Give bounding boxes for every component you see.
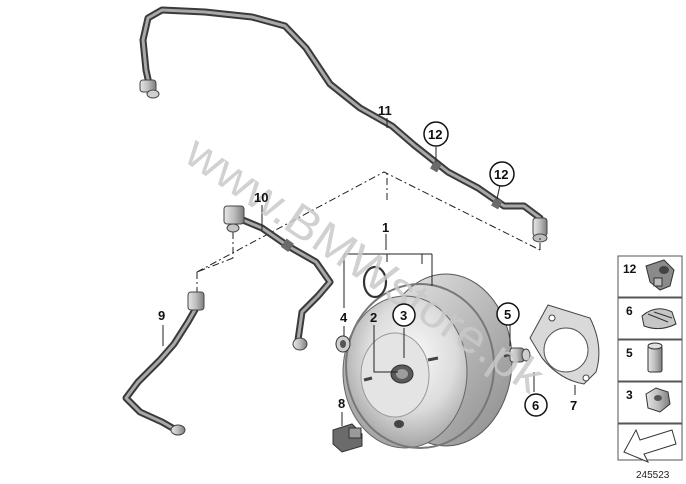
sensor-8 (332, 423, 363, 453)
callouts: 1 2 3 4 5 6 7 8 9 10 11 12 12 (158, 103, 577, 417)
callout-12a: 12 (428, 127, 442, 142)
callout-1: 1 (382, 220, 389, 235)
hose10-clamp (280, 238, 294, 252)
callout-12b: 12 (494, 167, 508, 182)
hex-nut-icon (645, 387, 671, 413)
callout-3-circle (392, 303, 416, 327)
legend-label-5: 5 (626, 346, 633, 360)
callout-10: 10 (254, 190, 268, 205)
callout-3: 3 (400, 308, 407, 323)
hose-end-fitting-left (139, 79, 160, 99)
callout-11: 11 (378, 103, 392, 118)
vacuum-hose-9 (122, 291, 205, 436)
callout-12a-circle (423, 121, 449, 147)
legend-label-3: 3 (626, 388, 633, 402)
legend-label-12: 12 (623, 262, 637, 276)
vacuum-line-11 (139, 6, 548, 243)
hose9-bottom-fitting (170, 424, 186, 436)
legend-label-6: 6 (626, 304, 633, 318)
grommet-4 (335, 335, 351, 353)
callout-2: 2 (370, 310, 377, 325)
callout-7: 7 (570, 398, 577, 413)
callout-8: 8 (338, 396, 345, 411)
sleeve-icon (647, 342, 663, 373)
hose-clamp-icon (641, 308, 677, 330)
callout-6-circle (524, 393, 548, 417)
hose9-top-fitting (187, 291, 205, 311)
callout-5: 5 (504, 307, 511, 322)
callout-6: 6 (532, 398, 539, 413)
callout-5-circle (496, 302, 520, 326)
callout-12b-circle (489, 161, 515, 187)
reference-lines (196, 171, 541, 292)
clamp-clip-icon (645, 259, 675, 291)
hose10-bottom-fitting (292, 337, 308, 351)
line-clamp-a (430, 160, 442, 173)
leader-lines (162, 118, 576, 426)
figure-number: 245523 (636, 470, 670, 481)
callout-9: 9 (158, 308, 165, 323)
hose10-top-fitting (223, 205, 245, 233)
gasket-7 (529, 304, 600, 385)
o-ring-2 (362, 265, 388, 299)
line-clamp-b (491, 197, 503, 210)
sleeve-5 (509, 347, 531, 363)
callout-4: 4 (340, 310, 348, 325)
legend-panel: 12 6 5 3 (617, 255, 683, 463)
direction-arrow-icon (623, 428, 677, 463)
vacuum-hose-10 (223, 205, 334, 351)
